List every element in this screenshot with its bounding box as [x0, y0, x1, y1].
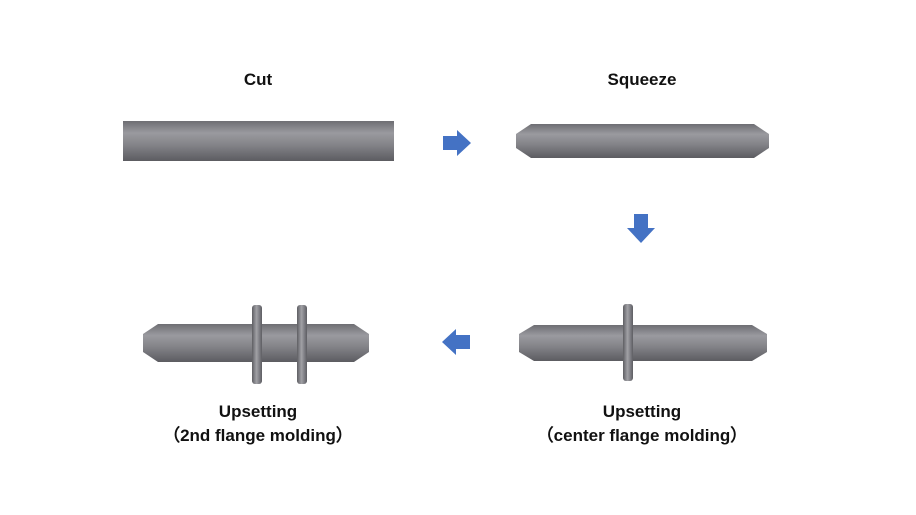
stage-label-upsetting-center: Upsetting （center flange molding）	[510, 400, 774, 448]
upsetting-center-subtitle: （center flange molding）	[536, 426, 748, 445]
flange-first	[252, 305, 262, 384]
cut-title: Cut	[243, 70, 273, 89]
upsetting-2nd-title: Upsetting	[218, 402, 298, 421]
cut-rod	[123, 121, 394, 161]
squeeze-title: Squeeze	[607, 70, 677, 89]
arrow-down-icon	[627, 214, 655, 243]
flange-second	[297, 305, 307, 384]
stage-label-upsetting-2nd: Upsetting （2nd flange molding）	[130, 400, 386, 448]
upsetting-center-title: Upsetting	[602, 402, 682, 421]
arrow-right-icon	[443, 130, 471, 156]
stage-label-cut: Cut	[208, 68, 308, 92]
center-flange	[623, 304, 633, 381]
upsetting-2nd-subtitle: （2nd flange molding）	[163, 426, 353, 445]
squeezed-rod	[516, 124, 769, 158]
stage-label-squeeze: Squeeze	[572, 68, 712, 92]
arrow-left-icon	[442, 329, 470, 355]
center-flange-rod	[519, 325, 767, 361]
